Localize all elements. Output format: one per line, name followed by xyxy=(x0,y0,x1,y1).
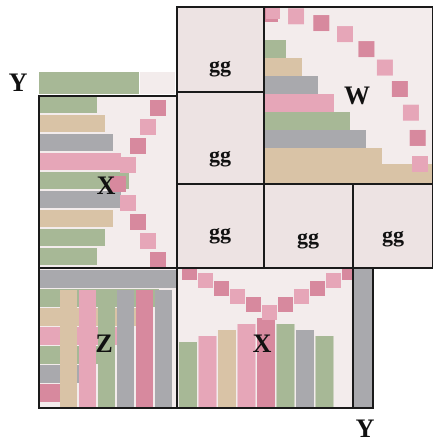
gg-cell xyxy=(177,7,264,92)
patch-stripe xyxy=(264,112,350,130)
patch-arc xyxy=(294,289,309,304)
patch-stripe xyxy=(39,72,139,94)
patch-stripe xyxy=(39,96,97,113)
patch-stripe xyxy=(39,115,105,132)
patch-arc xyxy=(313,15,330,32)
patch-stripe xyxy=(39,191,121,208)
patch-stripe xyxy=(335,342,353,408)
edge-label-y-top: Y xyxy=(9,68,28,97)
patch-arc xyxy=(120,157,136,173)
patch-arc xyxy=(266,7,280,19)
patch-stripe xyxy=(315,336,334,408)
gg-cell xyxy=(264,184,353,268)
patch-arc xyxy=(326,273,341,288)
patch-arc xyxy=(214,281,229,296)
patch-stripe xyxy=(39,229,105,246)
patch-stripe xyxy=(39,153,121,170)
patch-arc xyxy=(412,156,428,172)
patch-arc xyxy=(288,8,305,25)
patch-arc xyxy=(391,81,408,97)
patch-arc xyxy=(402,104,419,121)
gg-label: gg xyxy=(209,52,231,77)
gg-cell-group xyxy=(177,7,433,268)
patch-stripe xyxy=(39,248,97,265)
patch-arc xyxy=(262,305,277,320)
patch-arc xyxy=(376,59,393,76)
patch-stripe xyxy=(264,58,302,76)
patch-stripe xyxy=(39,172,129,189)
patch-stripe xyxy=(353,268,373,408)
patch-arc xyxy=(150,100,166,116)
patch-stripe xyxy=(155,290,172,408)
bottom-middle-outline xyxy=(176,267,374,409)
patch-stripe xyxy=(60,290,77,408)
block-label-x-left: X xyxy=(97,171,116,200)
patch-arc xyxy=(278,297,293,312)
patch-stripe xyxy=(179,342,197,408)
patch-stripe xyxy=(264,94,334,112)
patch-stripe xyxy=(264,148,382,166)
patch-arc xyxy=(310,281,325,296)
patch-stripe xyxy=(136,290,153,408)
gg-label: gg xyxy=(209,219,231,244)
patch-stripe xyxy=(198,336,217,408)
block-outlines xyxy=(38,6,433,409)
patch-arc xyxy=(198,273,213,288)
patch-stripe xyxy=(264,76,318,94)
block-label-z: Z xyxy=(95,329,112,358)
patch-stripe xyxy=(264,130,366,148)
patch-arc xyxy=(110,176,126,192)
patch-stripe xyxy=(237,324,256,408)
gg-cell xyxy=(353,184,433,268)
patch-stripe xyxy=(276,324,295,408)
patch-arc xyxy=(130,214,146,230)
patch-stripe xyxy=(39,270,177,288)
gg-label: gg xyxy=(209,142,231,167)
patch-arc xyxy=(337,26,353,43)
patch-stripe xyxy=(296,330,314,408)
patch-stripe xyxy=(264,40,286,58)
patch-arc xyxy=(130,138,146,154)
gg-cell xyxy=(177,92,264,184)
edge-label-y-bottom: Y xyxy=(356,414,375,441)
patch-stripe xyxy=(264,164,433,184)
patch-stripe xyxy=(39,210,113,227)
patch-arc xyxy=(120,195,136,211)
block-label-x-bottom: X xyxy=(253,329,272,358)
patch-arc xyxy=(150,252,166,268)
patch-stripe xyxy=(79,290,96,408)
patch-stripe xyxy=(117,290,134,408)
gg-label: gg xyxy=(297,224,319,249)
patch-arc xyxy=(358,41,375,58)
patch-arc xyxy=(140,119,156,135)
block-label-w: W xyxy=(344,81,370,110)
patch-arc xyxy=(409,129,426,146)
patch-stripe xyxy=(218,330,236,408)
gg-label: gg xyxy=(382,222,404,247)
quilt-patches xyxy=(39,6,433,408)
patch-stripe xyxy=(140,72,175,94)
gg-cell xyxy=(177,184,264,268)
patch-arc xyxy=(140,233,156,249)
patch-stripe xyxy=(98,290,115,408)
patch-stripe xyxy=(257,318,275,408)
patch-stripe xyxy=(39,134,113,151)
patch-arc xyxy=(246,297,261,312)
patch-arc xyxy=(230,289,245,304)
